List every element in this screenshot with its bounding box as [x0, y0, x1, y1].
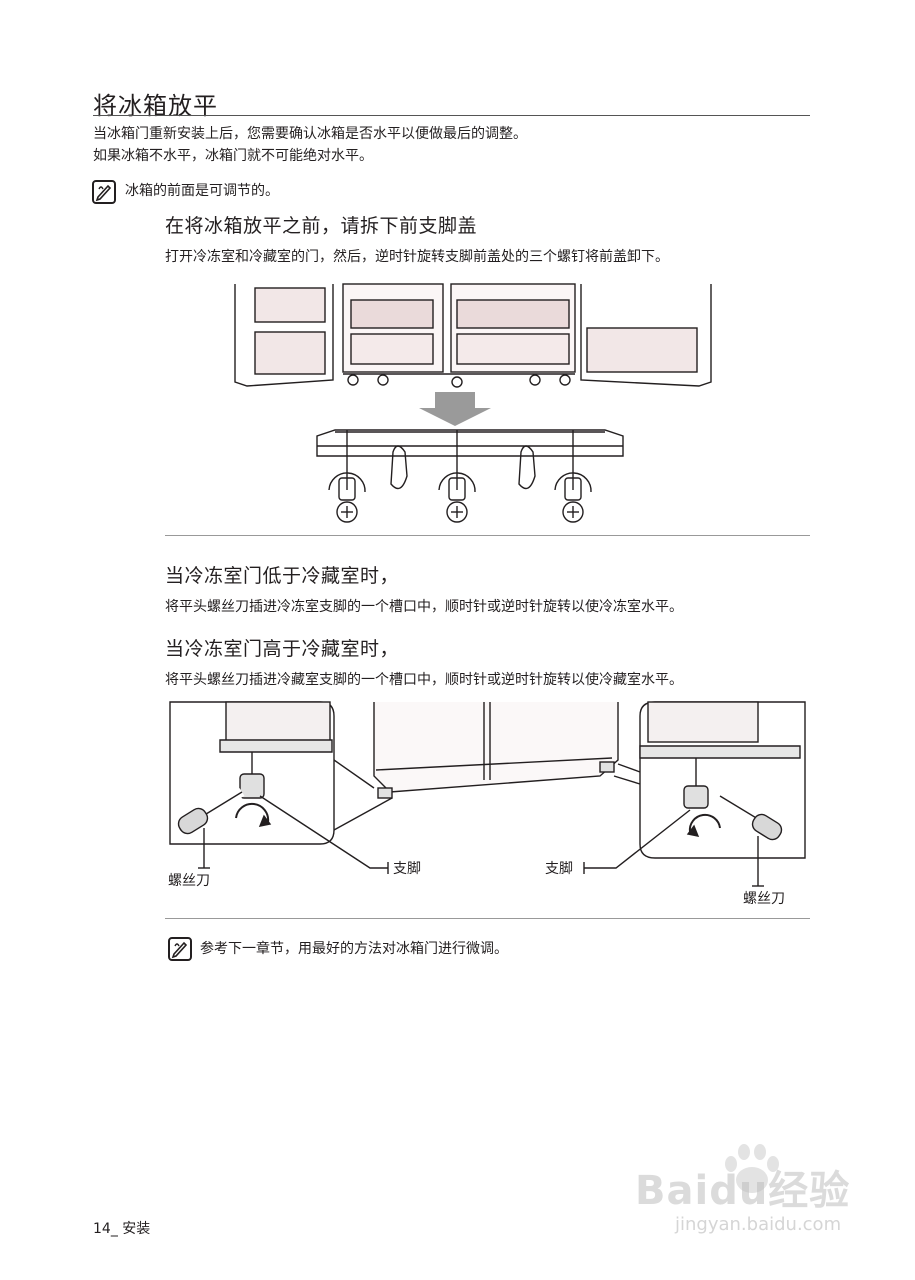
watermark-url-text: jingyan.baidu.com — [675, 1214, 842, 1235]
page-footer: 14_ 安装 — [93, 1221, 151, 1237]
section-divider-1 — [165, 535, 810, 536]
note-text-2: 参考下一章节，用最好的方法对冰箱门进行微调。 — [200, 941, 508, 957]
intro-line-2: 如果冰箱不水平，冰箱门就不可能绝对水平。 — [93, 148, 373, 164]
section-divider-2 — [165, 918, 810, 919]
label-foot-right: 支脚 — [545, 861, 573, 877]
intro-line-1: 当冰箱门重新安装上后，您需要确认冰箱是否水平以便做最后的调整。 — [93, 126, 527, 142]
paw-logo-icon — [725, 1144, 779, 1193]
note-text-1: 冰箱的前面是可调节的。 — [125, 183, 279, 199]
section-text-freezer-lower: 将平头螺丝刀插进冷冻室支脚的一个槽口中，顺时针或逆时针旋转以使冷冻室水平。 — [165, 599, 683, 615]
label-screwdriver-left: 螺丝刀 — [168, 873, 210, 889]
title-divider — [93, 115, 810, 116]
baidu-watermark: Baidu经验 jingyan.baidu.com — [635, 1140, 870, 1250]
section-text-freezer-higher: 将平头螺丝刀插进冷藏室支脚的一个槽口中，顺时针或逆时针旋转以使冷藏室水平。 — [165, 672, 683, 688]
note-icon — [92, 180, 116, 204]
watermark-main-text: Baidu经验 — [635, 1168, 851, 1214]
label-foot-left: 支脚 — [393, 861, 421, 877]
section-heading-freezer-higher: 当冷冻室门高于冷藏室时， — [165, 638, 400, 660]
leveling-legs-illustration — [169, 701, 806, 887]
section-heading-remove-cover: 在将冰箱放平之前，请拆下前支脚盖 — [165, 215, 478, 237]
cover-removal-illustration — [234, 283, 712, 523]
section-heading-freezer-lower: 当冷冻室门低于冷藏室时， — [165, 565, 400, 587]
label-screwdriver-right: 螺丝刀 — [743, 891, 785, 907]
section-text-remove-cover: 打开冷冻室和冷藏室的门，然后，逆时针旋转支脚前盖处的三个螺钉将前盖卸下。 — [165, 249, 669, 265]
note-icon — [168, 937, 192, 961]
